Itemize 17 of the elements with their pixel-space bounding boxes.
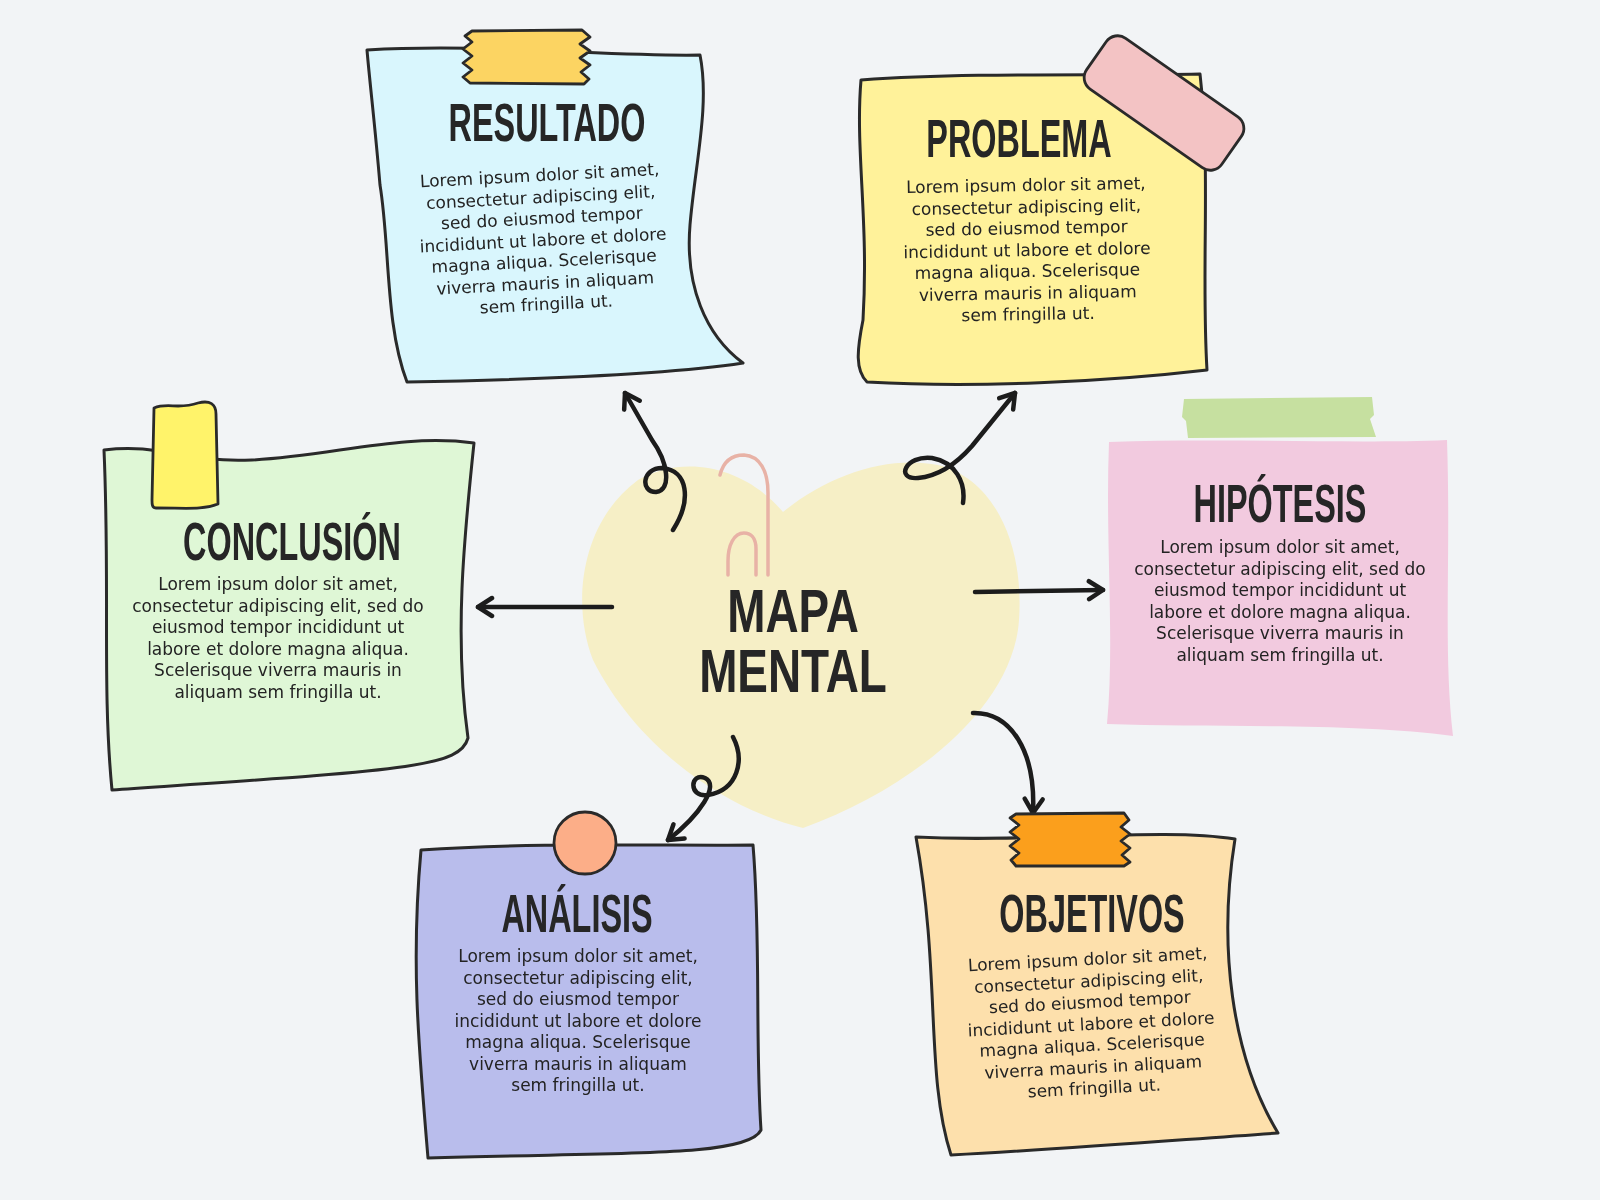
note-heading: OBJETIVOS bbox=[999, 886, 1185, 940]
curly-arrow bbox=[665, 734, 741, 843]
note-text: Lorem ipsum dolor sit amet, consectetur adipiscing elit, sed do eiusmod tempor incididunt ut labore et dolore magna aliqua. Scelerisque viverra mauris in aliquam sem fringilla ut. bbox=[132, 574, 424, 703]
central-topic-text: MAPA MENTAL bbox=[699, 581, 887, 701]
arrow bbox=[972, 578, 1106, 602]
arrow bbox=[475, 595, 615, 619]
note-text: Lorem ipsum dolor sit amet, consectetur adipiscing elit, sed do eiusmod tempor incididunt ut labore et dolore magna aliqua. Scelerisque viverra mauris in aliquam sem fringilla ut. bbox=[453, 946, 703, 1097]
note-heading: PROBLEMA bbox=[926, 111, 1112, 165]
note-heading: HIPÓTESIS bbox=[1193, 476, 1367, 530]
note-text: Lorem ipsum dolor sit amet, consectetur adipiscing elit, sed do eiusmod tempor incididunt ut labore et dolore magna aliqua. Scelerisque viverra mauris in aliquam sem fringilla ut. bbox=[966, 942, 1216, 1104]
paper-note bbox=[413, 840, 765, 1162]
note-heading: RESULTADO bbox=[448, 95, 646, 149]
note-heading: CONCLUSIÓN bbox=[183, 514, 401, 568]
note-text: Lorem ipsum dolor sit amet, consectetur adipiscing elit, sed do eiusmod tempor incididunt ut labore et dolore magna aliqua. Scelerisque viverra mauris in aliquam sem fringilla ut. bbox=[418, 158, 668, 320]
note-text: Lorem ipsum dolor sit amet, consectetur adipiscing elit, sed do eiusmod tempor incididunt ut labore et dolore magna aliqua. Scelerisque viverra mauris in aliquam sem fringilla ut. bbox=[1134, 537, 1426, 666]
note-text: Lorem ipsum dolor sit amet, consectetur adipiscing elit, sed do eiusmod tempor incididunt ut labore et dolore magna aliqua. Scelerisque viverra mauris in aliquam sem fringilla ut. bbox=[902, 172, 1152, 328]
note-heading: ANÁLISIS bbox=[501, 886, 653, 940]
